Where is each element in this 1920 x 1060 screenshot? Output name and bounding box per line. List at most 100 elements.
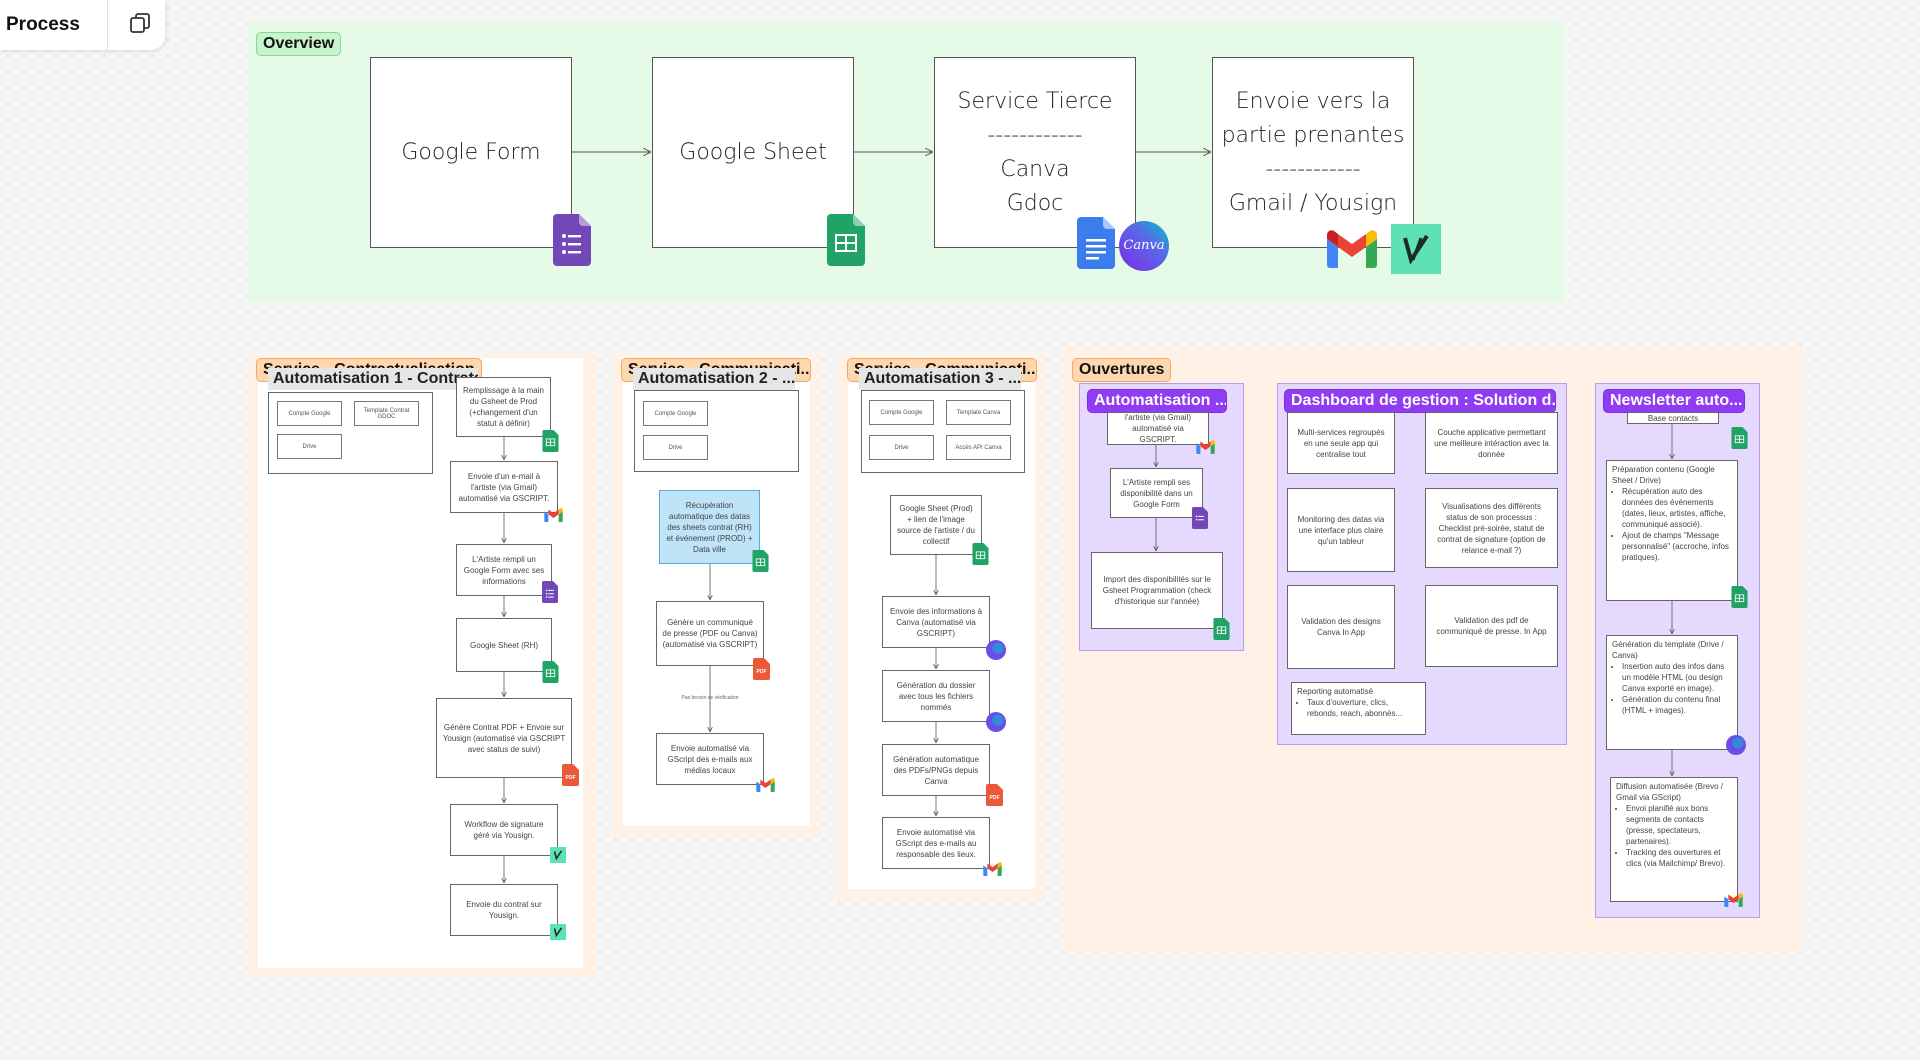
- ouvertures-tag[interactable]: Ouvertures: [1072, 358, 1172, 382]
- overview-box-google-sheet[interactable]: Google Sheet: [652, 57, 854, 248]
- card-title: Diffusion automatisée (Brevo / Gmail via…: [1616, 782, 1724, 802]
- reporting-item: Taux d'ouverture, clics, rebonds, reach,…: [1307, 697, 1420, 719]
- contractualisation-group-title: Automatisation 1 - Contrats: [268, 368, 478, 390]
- mini-drive: Drive: [869, 435, 934, 460]
- communication3-group-title: Automatisation 3 - ...: [859, 368, 1021, 390]
- node-recuperation[interactable]: Récupération automatique des datas des s…: [659, 490, 760, 564]
- mini-drive: Drive: [277, 434, 342, 459]
- node-ouv-import[interactable]: Import des disponibilités sur le Gsheet …: [1091, 552, 1223, 629]
- pdf-icon: PDF: [986, 784, 1003, 811]
- card-item: Récupération auto des données des événem…: [1622, 486, 1732, 530]
- gmail-icon: [983, 862, 1002, 881]
- gmail-icon: [544, 508, 563, 527]
- node-envoie-contrat[interactable]: Envoie du contrat sur Yousign.: [450, 884, 558, 936]
- overview-box-google-form[interactable]: Google Form: [370, 57, 572, 248]
- google-sheets-icon: [1731, 427, 1748, 454]
- overview-tag[interactable]: Overview: [256, 32, 342, 56]
- google-sheets-icon: [827, 214, 865, 271]
- google-sheets-icon: [542, 430, 559, 457]
- newsletter-card-diffusion[interactable]: Diffusion automatisée (Brevo / Gmail via…: [1610, 777, 1738, 902]
- overview-box-envoie[interactable]: Envoie vers la partie prenantes --------…: [1212, 57, 1414, 248]
- google-forms-icon: [1192, 507, 1208, 534]
- board-title[interactable]: Process: [6, 14, 80, 35]
- canva-label: Canva: [1123, 238, 1165, 253]
- box-line: Google Sheet: [679, 139, 827, 165]
- canva-icon: Canva: [1119, 221, 1169, 276]
- divider: [106, 0, 108, 50]
- node-ouv-disponibilite[interactable]: L'Artiste rempli ses disponibilité dans …: [1110, 468, 1203, 518]
- yousign-icon: [1391, 224, 1441, 279]
- google-sheets-icon: [1213, 618, 1230, 645]
- dashboard-card-monitoring[interactable]: Monitoring des datas via une interface p…: [1287, 488, 1395, 572]
- box-line: Envoie vers la: [1235, 88, 1391, 114]
- box-line: Canva: [1000, 156, 1070, 182]
- yousign-icon: [550, 847, 566, 868]
- node-artiste-form[interactable]: L'Artiste rempli un Google Form avec ses…: [456, 544, 552, 596]
- dashboard-card-reporting[interactable]: Reporting automatisé Taux d'ouverture, c…: [1291, 682, 1426, 735]
- google-docs-icon: [1077, 217, 1115, 274]
- mini-compte-google: Compte Google: [643, 401, 708, 426]
- card-item: Génération du contenu final (HTML + imag…: [1622, 694, 1732, 716]
- newsletter-tag[interactable]: Newsletter auto...: [1603, 389, 1745, 413]
- node-generation-pdfs[interactable]: Génération automatique des PDFs/PNGs dep…: [882, 744, 990, 796]
- card-item: Ajout de champs "Message personnalisé" (…: [1622, 530, 1732, 563]
- node-generation-dossier[interactable]: Génération du dossier avec tous les fich…: [882, 670, 990, 722]
- mini-acces-api-canva: Accès API Canva: [946, 435, 1011, 460]
- pdf-label: PDF: [756, 669, 767, 675]
- dashboard-tag[interactable]: Dashboard de gestion : Solution d...: [1284, 389, 1556, 413]
- node-envoie-canva[interactable]: Envoie des informations à Canva (automat…: [882, 596, 990, 648]
- box-line: ------------: [1265, 156, 1361, 182]
- copy-icon[interactable]: [128, 11, 152, 40]
- node-remplissage[interactable]: Remplissage à la main du Gsheet de Prod …: [456, 377, 551, 437]
- node-workflow-signature[interactable]: Workflow de signature géré via Yousign.: [450, 804, 558, 856]
- card-item: Tracking des ouvertures et clics (via Ma…: [1626, 847, 1732, 869]
- group-title: Automatisation 2 - ...: [638, 370, 795, 387]
- node-ouv-email[interactable]: l'artiste (via Gmail) automatisé via GSC…: [1107, 412, 1209, 445]
- dashboard-card-couche[interactable]: Couche applicative permettant une meille…: [1425, 412, 1558, 474]
- node-envoie-responsable[interactable]: Envoie automatisé via GScript des e-mail…: [882, 817, 990, 869]
- google-forms-icon: [553, 214, 591, 271]
- google-sheets-icon: [752, 550, 769, 577]
- pdf-label: PDF: [565, 775, 576, 781]
- dashboard-card-validation-designs[interactable]: Validation des designs Canva In App: [1287, 585, 1395, 669]
- box-line: Gmail / Yousign: [1228, 190, 1398, 216]
- box-line: Google Form: [401, 139, 541, 165]
- mini-template-contrat: Template Contrat GDOC: [354, 401, 419, 426]
- node-envoie-medias[interactable]: Envoie automatisé via GScript des e-mail…: [656, 733, 764, 785]
- pdf-icon: PDF: [562, 764, 579, 791]
- pdf-icon: PDF: [753, 658, 770, 685]
- box-line: ------------: [987, 122, 1083, 148]
- google-sheets-icon: [972, 543, 989, 570]
- communication2-group-title: Automatisation 2 - ...: [633, 368, 795, 390]
- newsletter-card-template[interactable]: Génération du template (Drive / Canva) I…: [1606, 635, 1738, 750]
- box-line: partie prenantes: [1221, 122, 1405, 148]
- node-genere-contrat[interactable]: Génère Contrat PDF + Envoie sur Yousign …: [436, 698, 572, 778]
- group-title: Automatisation 3 - ...: [864, 370, 1021, 387]
- reporting-title: Reporting automatisé: [1297, 687, 1374, 696]
- google-forms-icon: [542, 581, 558, 608]
- box-line: Gdoc: [1006, 190, 1064, 216]
- canva-icon: [986, 712, 1006, 737]
- top-bar: Process: [0, 0, 165, 50]
- node-envoie-email[interactable]: Envoie d'un e-mail à l'artiste (via Gmai…: [450, 461, 558, 513]
- card-title: Préparation contenu (Google Sheet / Driv…: [1612, 465, 1715, 485]
- card-item: Envoi planifié aux bons segments de cont…: [1626, 803, 1732, 847]
- google-sheets-icon: [542, 661, 559, 688]
- newsletter-base-contacts[interactable]: Base contacts: [1627, 412, 1719, 424]
- dashboard-card-visualisations[interactable]: Visualisations des différents status de …: [1425, 488, 1558, 568]
- node-genere-communique[interactable]: Génère un communiqué de presse (PDF ou C…: [656, 601, 764, 666]
- yousign-icon: [550, 924, 566, 945]
- node-google-sheet-rh[interactable]: Google Sheet (RH): [456, 618, 552, 672]
- newsletter-card-preparation[interactable]: Préparation contenu (Google Sheet / Driv…: [1606, 460, 1738, 601]
- google-sheets-icon: [1731, 586, 1748, 613]
- dashboard-card-multiservices[interactable]: Multi-services regroupés en une seule ap…: [1287, 412, 1395, 474]
- card-title: Génération du template (Drive / Canva): [1612, 640, 1724, 660]
- dashboard-card-validation-pdf[interactable]: Validation des pdf de communiqué de pres…: [1425, 585, 1558, 667]
- box-line: Service Tierce: [957, 88, 1113, 114]
- gmail-icon: [756, 778, 775, 797]
- canva-icon: [986, 640, 1006, 665]
- node-google-sheet-prod[interactable]: Google Sheet (Prod) + lien de l'image so…: [890, 495, 982, 555]
- overview-box-service-tierce[interactable]: Service Tierce ------------ Canva Gdoc: [934, 57, 1136, 248]
- mini-drive: Drive: [643, 435, 708, 460]
